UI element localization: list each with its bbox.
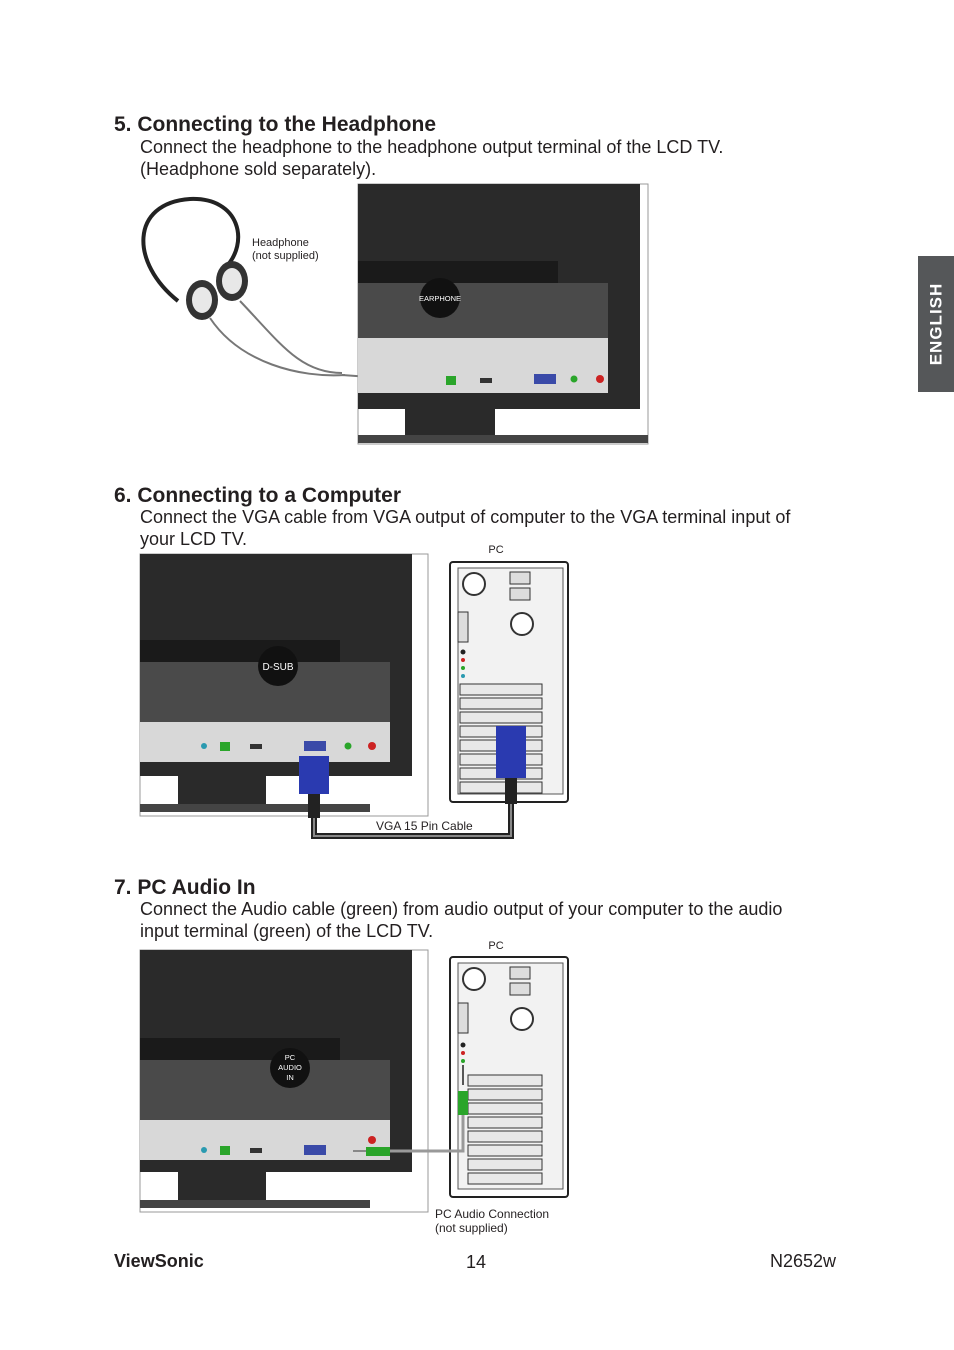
pc-audio-callout-line3: IN	[286, 1073, 294, 1082]
headphone-diagram: EARPHONE Headphone (not supplied)	[141, 183, 649, 445]
tv-back-panel	[357, 183, 649, 445]
headphone-label-line2: (not supplied)	[252, 250, 319, 262]
pc-audio-callout-line1: PC	[285, 1053, 296, 1062]
pc-audio-callout-line2: AUDIO	[278, 1063, 302, 1072]
section-5-body-line2: (Headphone sold separately).	[140, 159, 377, 179]
pc-audio-label-line2: (not supplied)	[435, 1221, 508, 1235]
footer-page-number: 14	[466, 1252, 487, 1272]
pc-tower	[449, 956, 569, 1198]
section-7-body-line1: Connect the Audio cable (green) from aud…	[140, 899, 783, 919]
section-7-body: Connect the Audio cable (green) from aud…	[140, 898, 860, 942]
language-tab-label: ENGLISH	[926, 282, 945, 366]
footer-brand: ViewSonic	[114, 1251, 204, 1271]
section-6-heading: 6. Connecting to a Computer	[114, 484, 402, 507]
pc-audio-label-line1: PC Audio Connection	[435, 1207, 549, 1221]
dsub-callout-label: D-SUB	[262, 662, 293, 673]
section-7-heading: 7. PC Audio In	[114, 876, 256, 899]
headphone-label-line1: Headphone	[252, 237, 309, 249]
vga-cable	[299, 726, 526, 839]
tv-back-panel	[139, 949, 429, 1213]
pc-label: PC	[488, 544, 503, 556]
pc-audio-diagram: PC AUDIO IN PC PC Audio Connection (not …	[139, 940, 569, 1235]
section-6-body-line2: your LCD TV.	[140, 529, 248, 549]
language-tab: ENGLISH	[918, 256, 954, 392]
footer-model: N2652w	[770, 1251, 837, 1271]
dsub-callout	[258, 646, 298, 686]
pc-label: PC	[488, 940, 503, 952]
earphone-callout	[420, 278, 460, 318]
section-5-body-line1: Connect the headphone to the headphone o…	[140, 137, 724, 157]
section-5-heading: 5. Connecting to the Headphone	[114, 113, 437, 136]
section-7-body-line2: input terminal (green) of the LCD TV.	[140, 921, 434, 941]
section-5-body: Connect the headphone to the headphone o…	[140, 136, 860, 180]
section-6-body: Connect the VGA cable from VGA output of…	[140, 506, 860, 550]
pc-audio-callout	[270, 1048, 310, 1088]
vga-cable-label: VGA 15 Pin Cable	[376, 819, 473, 833]
earphone-callout-label: EARPHONE	[419, 294, 461, 303]
section-6-body-line1: Connect the VGA cable from VGA output of…	[140, 507, 791, 527]
vga-diagram: D-SUB PC VGA 15 Pin Cable	[139, 544, 569, 839]
audio-cable	[353, 1065, 468, 1156]
